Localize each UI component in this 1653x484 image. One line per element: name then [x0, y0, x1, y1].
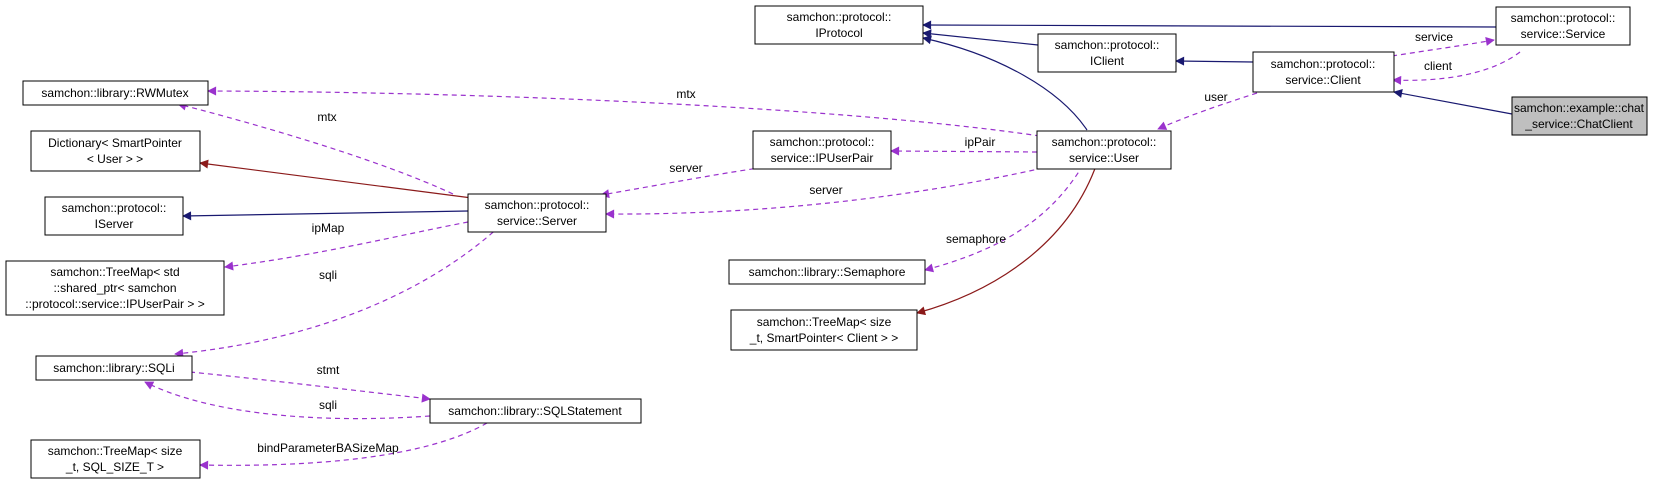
node-treemap-size[interactable]: samchon::TreeMap< size _t, SQL_SIZE_T > [30, 439, 201, 479]
edge-iclient-to-iprotocol [922, 29, 1039, 46]
edge-service-to-iprotocol [922, 20, 1497, 30]
edge-sqlstatement-sqli [144, 381, 431, 420]
svg-text:IServer: IServer [95, 217, 134, 231]
edge-label-sqli-stmt: sqli [319, 398, 337, 412]
edge-label-server-user: server [809, 183, 842, 197]
edges-inheritance [182, 20, 1513, 221]
edge-user-to-iprotocol [922, 35, 1088, 131]
svg-text:samchon::library::Semaphore: samchon::library::Semaphore [749, 265, 906, 279]
edge-server-treemap-ip [224, 221, 469, 271]
svg-text:samchon::library::SQLi: samchon::library::SQLi [53, 361, 174, 375]
edge-user-server [605, 167, 1044, 219]
edges-usage [144, 36, 1521, 470]
svg-text:samchon::TreeMap< std: samchon::TreeMap< std [50, 265, 179, 279]
edge-user-semaphore [924, 164, 1084, 273]
edges-containment [199, 159, 1098, 316]
edge-client-user [1157, 92, 1258, 130]
edge-label-semaphore: semaphore [946, 232, 1006, 246]
svg-text:Dictionary< SmartPointer: Dictionary< SmartPointer [48, 136, 182, 150]
node-service[interactable]: samchon::protocol:: service::Service [1495, 6, 1631, 46]
svg-text:service::Service: service::Service [1521, 27, 1606, 41]
edge-label-ipmap: ipMap [312, 221, 345, 235]
edge-server-to-iserver [182, 210, 469, 221]
edge-label-sqli-server: sqli [319, 268, 337, 282]
node-iclient[interactable]: samchon::protocol:: IClient [1037, 33, 1177, 73]
node-user[interactable]: samchon::protocol:: service::User [1036, 130, 1172, 170]
svg-text:::shared_ptr< samchon: ::shared_ptr< samchon [53, 281, 176, 295]
svg-text:IProtocol: IProtocol [815, 26, 862, 40]
edge-label-server-ipuserpair: server [669, 161, 702, 175]
svg-text:samchon::protocol::: samchon::protocol:: [1271, 57, 1376, 71]
svg-text:samchon::protocol::: samchon::protocol:: [1055, 38, 1160, 52]
svg-text:samchon::example::chat: samchon::example::chat [1514, 101, 1645, 115]
edge-label-stmt: stmt [317, 363, 340, 377]
svg-text:< User > >: < User > > [87, 152, 143, 166]
edge-label-user: user [1204, 90, 1227, 104]
edge-server-to-dictionary [199, 159, 473, 199]
edge-label-mtx-server: mtx [317, 110, 336, 124]
node-ipuserpair[interactable]: samchon::protocol:: service::IPUserPair [752, 130, 892, 170]
node-sqlstatement[interactable]: samchon::library::SQLStatement [429, 398, 642, 424]
edge-labels: service client mtx user mtx ipPair serve… [257, 30, 1453, 455]
node-treemap-ip[interactable]: samchon::TreeMap< std ::shared_ptr< samc… [5, 260, 225, 316]
svg-text:_t, SmartPointer< Client > >: _t, SmartPointer< Client > > [749, 331, 898, 345]
svg-text:service::Client: service::Client [1285, 73, 1361, 87]
svg-text:IClient: IClient [1090, 54, 1125, 68]
node-iprotocol[interactable]: samchon::protocol:: IProtocol [754, 5, 924, 45]
svg-text:samchon::protocol::: samchon::protocol:: [485, 198, 590, 212]
node-iserver[interactable]: samchon::protocol:: IServer [44, 196, 184, 236]
node-treemap-client[interactable]: samchon::TreeMap< size _t, SmartPointer<… [730, 309, 918, 351]
edge-label-mtx-user: mtx [676, 87, 695, 101]
edge-label-bindparam: bindParameterBASizeMap [257, 441, 399, 455]
svg-text:samchon::protocol::: samchon::protocol:: [62, 201, 167, 215]
edge-server-rwmutex [177, 101, 454, 195]
svg-text:samchon::protocol::: samchon::protocol:: [787, 10, 892, 24]
svg-text:service::IPUserPair: service::IPUserPair [771, 151, 874, 165]
edge-service-client [1392, 51, 1521, 85]
svg-text:samchon::protocol::: samchon::protocol:: [770, 135, 875, 149]
svg-text:samchon::protocol::: samchon::protocol:: [1511, 11, 1616, 25]
node-rwmutex[interactable]: samchon::library::RWMutex [22, 80, 209, 106]
edge-user-to-treemap-client [916, 162, 1098, 316]
edge-label-ippair: ipPair [965, 135, 996, 149]
edge-user-rwmutex [207, 86, 1041, 137]
edge-sqli-sqlstatement [189, 371, 431, 403]
svg-text:samchon::TreeMap< size: samchon::TreeMap< size [757, 315, 892, 329]
node-dictionary[interactable]: Dictionary< SmartPointer < User > > [30, 130, 201, 172]
edge-client-to-iclient [1175, 56, 1254, 66]
svg-text:samchon::library::RWMutex: samchon::library::RWMutex [41, 86, 188, 100]
node-client[interactable]: samchon::protocol:: service::Client [1252, 51, 1395, 93]
edge-sqlstatement-treemap-size [199, 422, 488, 470]
svg-text:samchon::TreeMap< size: samchon::TreeMap< size [48, 444, 183, 458]
edge-label-client: client [1424, 59, 1453, 73]
svg-text:_t, SQL_SIZE_T >: _t, SQL_SIZE_T > [65, 460, 164, 474]
edge-chatclient-to-client [1393, 89, 1513, 115]
edge-label-service: service [1415, 30, 1453, 44]
edge-client-service [1391, 36, 1495, 57]
node-semaphore[interactable]: samchon::library::Semaphore [728, 259, 926, 285]
svg-text:service::User: service::User [1069, 151, 1139, 165]
node-server[interactable]: samchon::protocol:: service::Server [467, 193, 607, 233]
node-sqli[interactable]: samchon::library::SQLi [35, 355, 193, 381]
edge-user-ipuserpair [890, 146, 1038, 156]
svg-text:samchon::protocol::: samchon::protocol:: [1052, 135, 1157, 149]
svg-text:samchon::library::SQLStatement: samchon::library::SQLStatement [448, 404, 622, 418]
edge-server-sqli [174, 225, 501, 358]
edge-ipuserpair-server [600, 165, 773, 199]
svg-text:service::Server: service::Server [497, 214, 577, 228]
node-chatclient-focus[interactable]: samchon::example::chat _service::ChatCli… [1511, 96, 1648, 136]
svg-text:::protocol::service::IPUserPai: ::protocol::service::IPUserPair > > [25, 297, 204, 311]
svg-text:_service::ChatClient: _service::ChatClient [1524, 117, 1633, 131]
